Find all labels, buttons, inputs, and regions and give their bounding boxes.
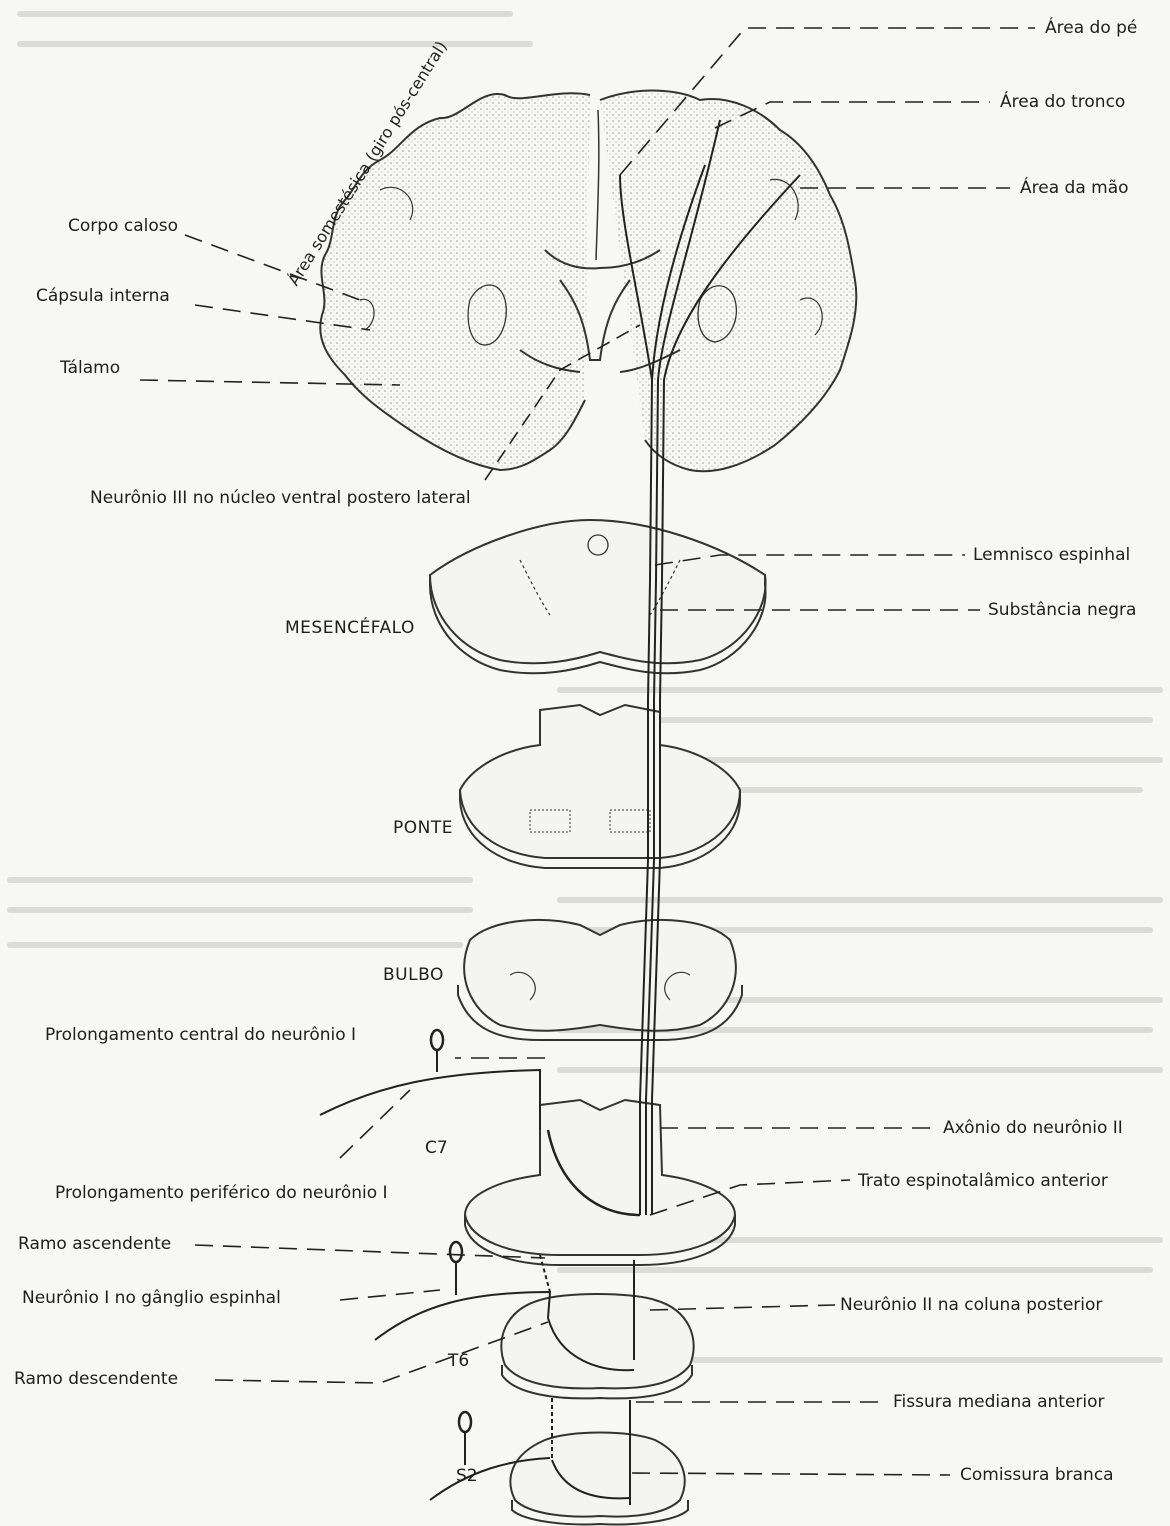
label-bulbo: BULBO [383, 967, 444, 984]
s2-section [510, 1433, 688, 1525]
label-s2: S2 [456, 1468, 478, 1485]
label-area-mao: Área da mão [1020, 180, 1129, 197]
label-neuronio-iii: Neurônio III no núcleo ventral postero l… [90, 490, 471, 507]
label-c7: C7 [425, 1140, 448, 1157]
brain-section [320, 91, 856, 472]
label-neuronio-ii-coluna: Neurônio II na coluna posterior [840, 1297, 1102, 1314]
c7-section [465, 1100, 735, 1265]
label-ponte: PONTE [393, 820, 453, 837]
label-substancia-negra: Substância negra [988, 602, 1136, 619]
label-neuronio-i-ganglio: Neurônio I no gânglio espinhal [22, 1290, 281, 1307]
label-ramo-ascendente: Ramo ascendente [18, 1236, 171, 1253]
label-t6: T6 [448, 1353, 469, 1370]
label-lemnisco: Lemnisco espinhal [973, 547, 1130, 564]
label-capsula-interna: Cápsula interna [36, 288, 170, 305]
label-corpo-caloso: Corpo caloso [68, 218, 178, 235]
label-prolongamento-central: Prolongamento central do neurônio I [45, 1027, 356, 1044]
label-area-tronco: Área do tronco [1000, 94, 1125, 111]
label-comissura: Comissura branca [960, 1467, 1114, 1484]
spinal-ganglia [320, 1030, 552, 1500]
medulla-section [458, 920, 742, 1040]
label-axonio-neuronio-ii: Axônio do neurônio II [943, 1120, 1123, 1137]
label-trato-espinotalamico: Trato espinotalâmico anterior [858, 1173, 1108, 1190]
label-talamo: Tálamo [60, 360, 120, 377]
label-fissura: Fissura mediana anterior [893, 1394, 1105, 1411]
label-area-pe: Área do pé [1045, 20, 1137, 37]
pons-section [460, 705, 740, 868]
label-prolongamento-periferico: Prolongamento periférico do neurônio I [55, 1185, 388, 1202]
label-mesencefalo: MESENCÉFALO [285, 620, 415, 637]
mesencephalon-section [430, 520, 766, 673]
label-ramo-descendente: Ramo descendente [14, 1371, 178, 1388]
